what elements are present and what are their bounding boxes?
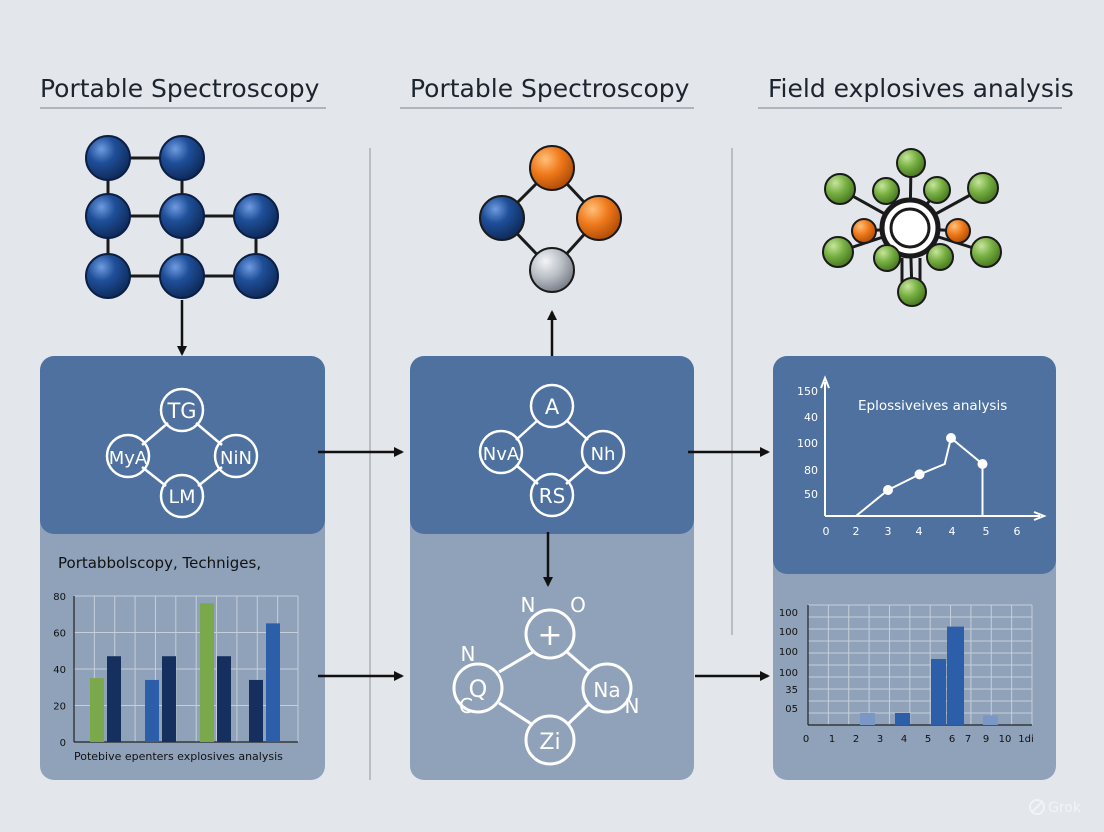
x-tick-label: 1 bbox=[829, 734, 835, 745]
node-label: NiN bbox=[220, 448, 252, 469]
y-tick-label: 0 bbox=[60, 738, 66, 749]
bar bbox=[90, 678, 104, 742]
bar bbox=[107, 656, 121, 742]
node-label: LM bbox=[169, 486, 196, 508]
watermark-text: Grok bbox=[1048, 800, 1082, 816]
data-point bbox=[977, 459, 988, 469]
x-tick-label: 5 bbox=[983, 525, 990, 538]
y-tick-label: 100 bbox=[779, 668, 798, 679]
atom-letter: C bbox=[459, 694, 473, 718]
atom-letter: N bbox=[521, 593, 536, 617]
x-tick-label: 6 bbox=[1014, 525, 1021, 538]
node-label: MyA bbox=[109, 448, 148, 469]
header-middle: Portable Spectroscopy bbox=[410, 74, 690, 103]
orange-atom-icon bbox=[529, 145, 575, 191]
y-tick-label: 80 bbox=[804, 464, 818, 477]
blue-atom-icon bbox=[479, 195, 525, 241]
orange-atom-icon bbox=[576, 195, 622, 241]
line-chart-right: 50 80 100 40 150 0 2 3 4 4 5 6 bbox=[797, 375, 1047, 538]
x-tick-label: 4 bbox=[949, 525, 956, 538]
x-tick-label: 0 bbox=[823, 525, 830, 538]
x-tick-label: 4 bbox=[916, 525, 923, 538]
y-tick-label: 60 bbox=[53, 629, 66, 640]
x-tick-label: 9 bbox=[983, 734, 989, 745]
x-tick-label: 0 bbox=[803, 734, 809, 745]
x-tick-label: 5 bbox=[925, 734, 931, 745]
blue-atom-icon bbox=[85, 135, 279, 299]
node-label: Nh bbox=[591, 444, 616, 465]
node-ring-middle bbox=[478, 383, 626, 518]
bar bbox=[200, 603, 214, 742]
panel-left: TG MyA NiN LM Portabbolscopy, Techniges,… bbox=[40, 356, 325, 780]
node-label: NvA bbox=[483, 444, 520, 465]
y-tick-label: 100 bbox=[797, 437, 818, 450]
bar bbox=[145, 679, 159, 742]
y-tick-label: 05 bbox=[785, 704, 798, 715]
chart-title: Portabbolscopy, Techniges, bbox=[58, 554, 261, 572]
node-label: TG bbox=[166, 399, 196, 423]
y-tick-label: 100 bbox=[779, 608, 798, 619]
header-left: Portable Spectroscopy bbox=[40, 74, 320, 103]
chart-caption: Potebive epenters explosives analysis bbox=[74, 750, 283, 763]
node-label: RS bbox=[539, 484, 566, 508]
grok-logo-icon bbox=[1029, 799, 1045, 815]
y-tick-label: 100 bbox=[779, 627, 798, 638]
y-tick-label: 50 bbox=[804, 488, 818, 501]
hub-molecule bbox=[822, 148, 1002, 307]
green-atom-icon bbox=[822, 148, 1002, 307]
grok-watermark: Grok bbox=[1029, 799, 1082, 816]
bar bbox=[162, 656, 176, 742]
node-label: A bbox=[545, 395, 560, 419]
panel-middle: A NvA Nh RS + Q Na Zi N O N C N bbox=[410, 356, 694, 780]
blue-lattice-molecule bbox=[85, 135, 279, 299]
bar bbox=[217, 656, 231, 742]
y-axis-arrow bbox=[820, 375, 830, 389]
y-tick-label: 80 bbox=[53, 592, 66, 603]
x-tick-label: 3 bbox=[877, 734, 883, 745]
node-label: Q bbox=[469, 675, 488, 703]
orange-atom-icon bbox=[851, 218, 971, 244]
chart-title: Eplossiveives analysis bbox=[858, 398, 1007, 414]
data-point bbox=[914, 469, 925, 480]
y-tick-label: 20 bbox=[53, 702, 66, 713]
bar bbox=[266, 623, 280, 742]
x-tick-label: 3 bbox=[885, 525, 892, 538]
y-tick-label: 40 bbox=[53, 665, 66, 676]
node-label: + bbox=[537, 618, 562, 653]
node-ring-lower bbox=[452, 608, 633, 766]
x-tick-label: 6 bbox=[949, 734, 955, 745]
y-tick-label: 40 bbox=[804, 411, 818, 424]
data-point bbox=[883, 485, 893, 495]
bar bbox=[895, 713, 910, 725]
node-ring-left bbox=[105, 387, 259, 519]
x-tick-label: 1di bbox=[1018, 734, 1034, 745]
bar bbox=[860, 713, 875, 725]
y-tick-label: 35 bbox=[785, 685, 798, 696]
x-axis-arrow bbox=[1033, 511, 1047, 521]
atom-letter: O bbox=[570, 593, 586, 617]
x-tick-label: 2 bbox=[853, 734, 859, 745]
node-label: Na bbox=[593, 678, 620, 702]
square-molecule bbox=[479, 145, 622, 293]
y-tick-label: 150 bbox=[797, 385, 818, 398]
x-tick-label: 4 bbox=[901, 734, 907, 745]
y-tick-label: 100 bbox=[779, 647, 798, 658]
gray-atom-icon bbox=[529, 247, 575, 293]
atom-letter: N bbox=[461, 642, 476, 666]
bar bbox=[249, 679, 263, 742]
bar-chart-left: 0 20 40 60 80 bbox=[53, 592, 299, 749]
header-right: Field explosives analysis bbox=[768, 74, 1074, 103]
node-label: Zi bbox=[539, 730, 560, 755]
bar bbox=[947, 626, 964, 725]
x-tick-label: 2 bbox=[853, 525, 860, 538]
bar bbox=[931, 659, 946, 725]
x-tick-label: 10 bbox=[999, 734, 1012, 745]
data-point bbox=[946, 433, 956, 443]
bar bbox=[983, 715, 998, 725]
atom-letter: N bbox=[625, 694, 640, 718]
x-tick-label: 7 bbox=[965, 734, 971, 745]
